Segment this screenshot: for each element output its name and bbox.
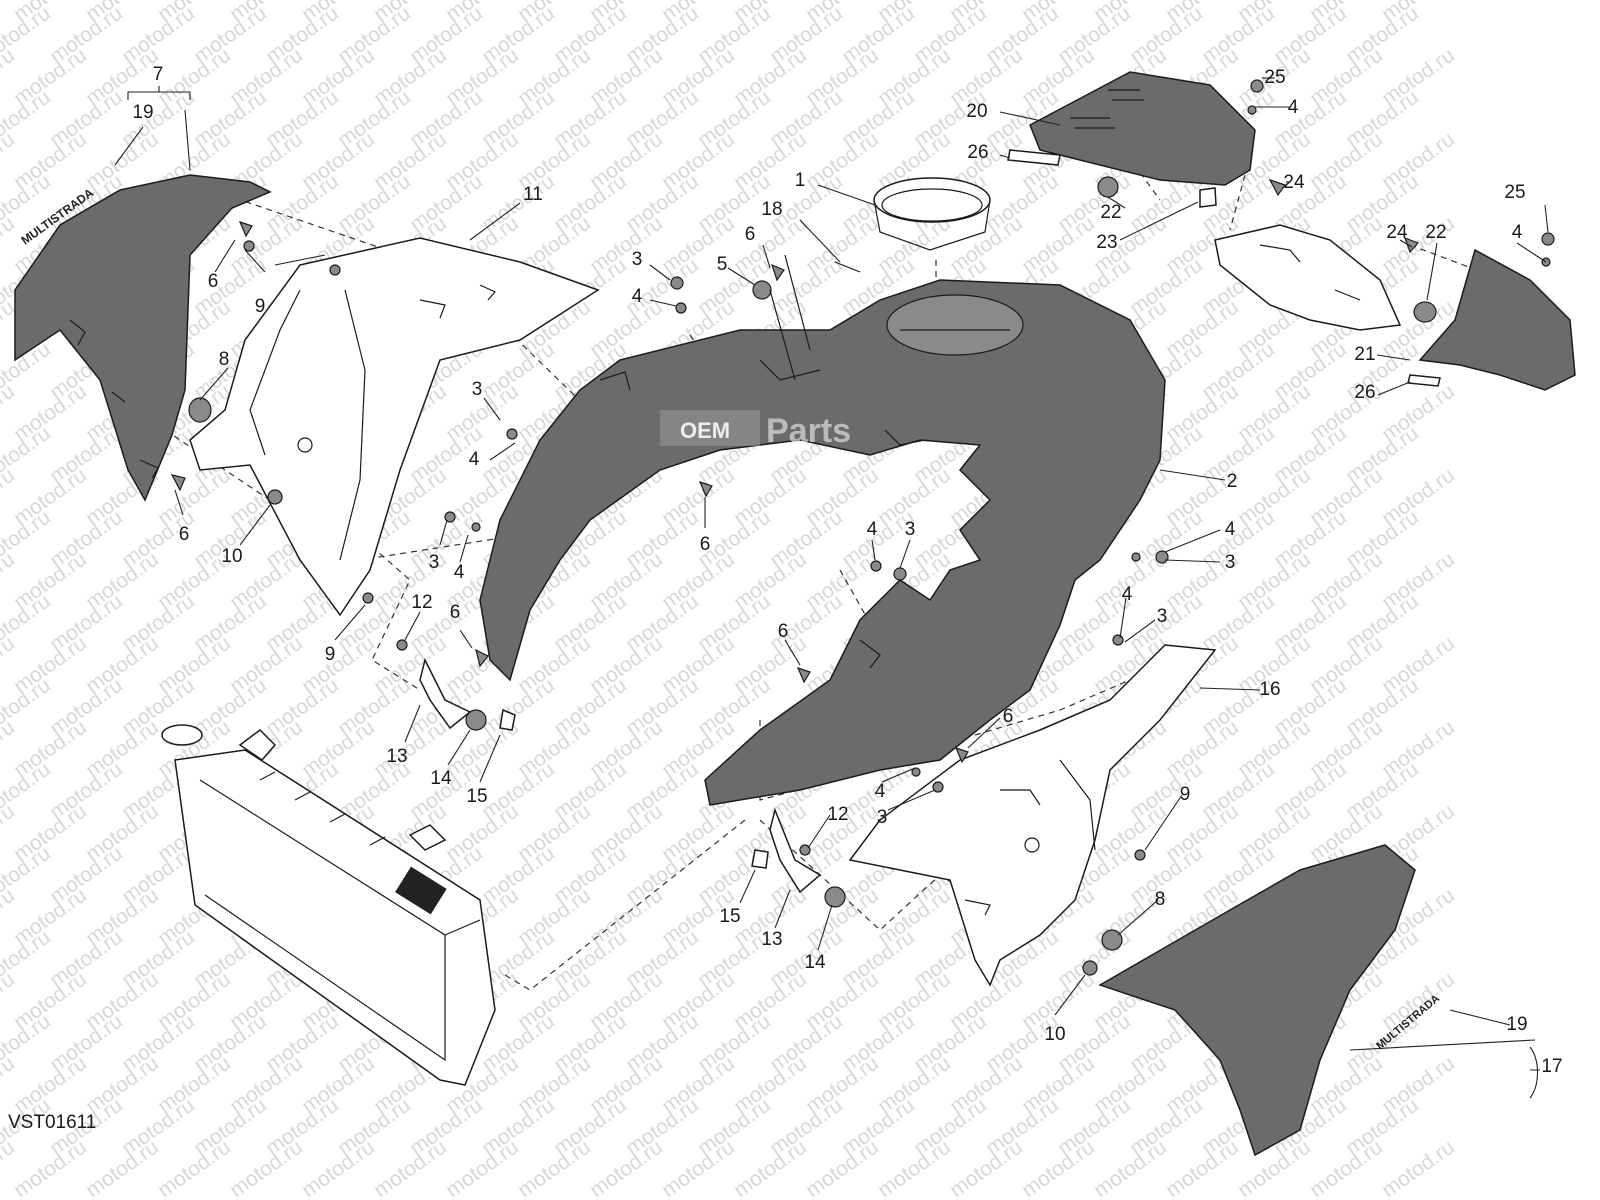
- callout-15: 15: [466, 786, 487, 807]
- callout-3: 3: [472, 379, 483, 400]
- callout-6: 6: [700, 534, 711, 555]
- callout-13: 13: [761, 929, 782, 950]
- callout-14: 14: [430, 768, 452, 789]
- callout-10: 10: [221, 546, 242, 567]
- diagram-code: VST01611: [8, 1112, 96, 1133]
- callout-1: 1: [795, 170, 806, 191]
- callout-13: 13: [386, 746, 407, 767]
- callout-22: 22: [1100, 202, 1121, 223]
- top-cover-plate: [1029, 71, 1256, 198]
- callout-12: 12: [411, 592, 432, 613]
- callout-4: 4: [1512, 222, 1523, 243]
- callout-6: 6: [1003, 706, 1014, 727]
- callout-4: 4: [454, 562, 465, 583]
- callout-19: 19: [132, 102, 153, 123]
- callout-6: 6: [778, 621, 789, 642]
- callout-17: 17: [1541, 1056, 1562, 1077]
- callout-4: 4: [469, 449, 480, 470]
- callout-7: 7: [153, 64, 164, 85]
- callout-11: 11: [523, 184, 543, 205]
- callout-6: 6: [179, 524, 190, 545]
- callout-3: 3: [1225, 552, 1236, 573]
- right-top-bracket: [1214, 224, 1402, 331]
- right-inner-frame: [848, 644, 1217, 987]
- callout-9: 9: [255, 296, 266, 317]
- callout-4: 4: [1225, 519, 1236, 540]
- callout-5: 5: [717, 254, 728, 275]
- callout-25: 25: [1504, 182, 1525, 203]
- left-inner-frame: [189, 237, 600, 617]
- callout-12: 12: [827, 804, 848, 825]
- callout-18: 18: [761, 199, 782, 220]
- callout-4: 4: [632, 286, 643, 307]
- callout-8: 8: [219, 349, 230, 370]
- callout-3: 3: [1157, 606, 1168, 627]
- filler-ring: [873, 177, 991, 251]
- callout-6: 6: [208, 271, 219, 292]
- callout-24: 24: [1283, 172, 1305, 193]
- callout-9: 9: [1180, 784, 1191, 805]
- callout-19: 19: [1506, 1014, 1527, 1035]
- callout-20: 20: [966, 101, 987, 122]
- callout-9: 9: [325, 644, 336, 665]
- leader-lines: [114, 77, 1549, 1099]
- callout-4: 4: [867, 519, 878, 540]
- callout-8: 8: [1155, 889, 1166, 910]
- callout-3: 3: [877, 807, 888, 828]
- callout-14: 14: [804, 952, 826, 973]
- watermark-text: motod.ru: [1378, 1136, 1459, 1200]
- callout-4: 4: [875, 781, 886, 802]
- callout-15: 15: [719, 906, 740, 927]
- callout-24: 24: [1386, 222, 1408, 243]
- callout-10: 10: [1044, 1024, 1065, 1045]
- radiator: [161, 724, 496, 1086]
- callout-4: 4: [1288, 97, 1299, 118]
- callout-3: 3: [632, 249, 643, 270]
- callout-22: 22: [1425, 222, 1446, 243]
- right-small-plate: [1413, 248, 1576, 391]
- callout-25: 25: [1264, 67, 1285, 88]
- callout-4: 4: [1122, 584, 1133, 605]
- logo-oem: OEM: [680, 418, 730, 443]
- hardware: [170, 79, 1555, 976]
- logo-parts: Parts: [766, 412, 851, 450]
- tank-cover: [479, 279, 1166, 806]
- callout-26: 26: [1354, 382, 1375, 403]
- callout-23: 23: [1096, 232, 1117, 253]
- callout-3: 3: [905, 519, 916, 540]
- callout-2: 2: [1227, 471, 1238, 492]
- callout-16: 16: [1259, 679, 1280, 700]
- oem-parts-logo: OEM Parts: [660, 410, 851, 450]
- callout-26: 26: [967, 142, 988, 163]
- callout-21: 21: [1354, 344, 1375, 365]
- callout-6: 6: [745, 224, 756, 245]
- callout-6: 6: [450, 602, 461, 623]
- callout-3: 3: [429, 552, 440, 573]
